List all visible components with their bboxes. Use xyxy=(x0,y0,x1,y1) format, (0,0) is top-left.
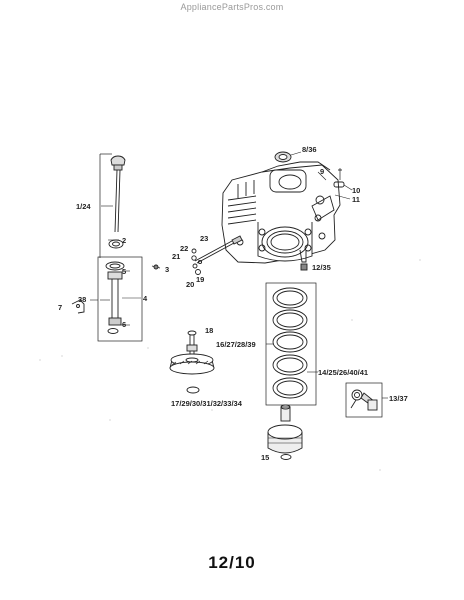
scan-noise xyxy=(39,259,421,471)
callout-11: 11 xyxy=(352,195,360,204)
callout-20: 20 xyxy=(186,280,194,289)
callout-labels: 1/24 2 3 4 5 6 7 38 8/36 9 10 11 12/35 2… xyxy=(58,145,408,462)
callout-19: 19 xyxy=(196,275,204,284)
callout-2: 2 xyxy=(122,236,126,245)
governor-shaft-assembly xyxy=(191,235,243,275)
callout-18: 18 xyxy=(205,326,213,335)
piston-pin-retainer xyxy=(280,454,292,460)
callout-13-37: 13/37 xyxy=(389,394,408,403)
callout-6: 6 xyxy=(122,320,126,329)
callout-23: 23 xyxy=(200,234,208,243)
callout-17-29-30-31-32-33-34: 17/29/30/31/32/33/34 xyxy=(171,399,243,408)
callout-5: 5 xyxy=(122,267,126,276)
piston-ring-set xyxy=(265,282,318,406)
oil-fill-tube-assembly xyxy=(71,256,161,342)
callout-7: 7 xyxy=(58,303,62,312)
dowel-pins xyxy=(317,168,353,200)
piston xyxy=(267,424,303,454)
piston-pin xyxy=(280,404,291,422)
callout-1-24: 1/24 xyxy=(76,202,91,211)
callout-14-25-26-40-41: 14/25/26/40/41 xyxy=(318,368,368,377)
callout-22: 22 xyxy=(180,244,188,253)
camshaft xyxy=(169,330,215,375)
callout-3: 3 xyxy=(165,265,169,274)
callout-15: 15 xyxy=(261,453,269,462)
callout-21: 21 xyxy=(172,252,180,261)
page-number: 12/10 xyxy=(208,553,256,572)
thrust-washer xyxy=(186,386,200,394)
engine-crankcase xyxy=(221,161,341,264)
callout-12-35: 12/35 xyxy=(312,263,331,272)
callout-8-36: 8/36 xyxy=(302,145,317,154)
dipstick-assembly xyxy=(99,153,126,258)
watermark: AppliancePartsPros.com xyxy=(180,2,284,12)
callout-38: 38 xyxy=(78,295,86,304)
callout-10: 10 xyxy=(352,186,360,195)
callout-9: 9 xyxy=(320,167,324,176)
callout-16-27-28-39: 16/27/28/39 xyxy=(216,340,256,349)
connecting-rod xyxy=(345,382,388,418)
oil-seal xyxy=(274,151,302,163)
callout-4: 4 xyxy=(143,294,148,303)
drain-plug xyxy=(300,263,308,271)
